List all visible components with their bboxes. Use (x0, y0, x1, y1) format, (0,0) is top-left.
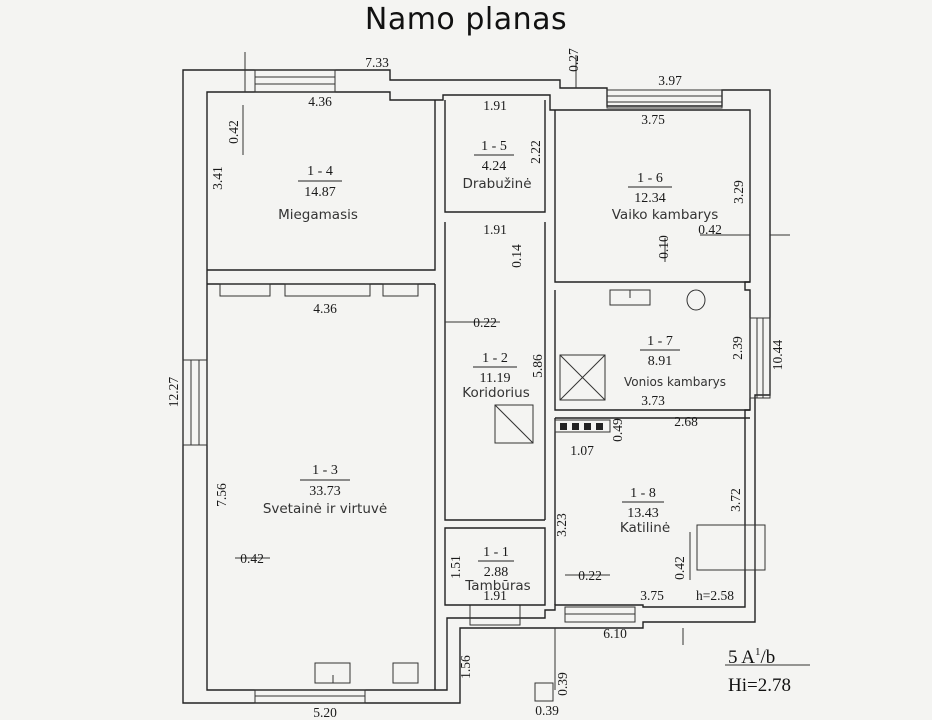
dimension-label: 0.39 (535, 703, 559, 718)
dimension-label: h=2.58 (696, 588, 734, 603)
dimension-label: 0.42 (672, 556, 687, 580)
stamp-superscript: 1 (755, 646, 761, 658)
room-area: 13.43 (627, 506, 659, 521)
room-svetaine: 1 - 3 33.73 Svetainė ir virtuvė (263, 463, 387, 517)
room-code: 1 - 6 (637, 171, 663, 186)
dimension-label: 0.42 (226, 120, 241, 144)
room-katiline: 1 - 8 13.43 Katilinė (620, 486, 670, 536)
dimension-label: 1.07 (570, 443, 594, 458)
room-area: 33.73 (309, 484, 341, 499)
stamp-line1: 5 A (728, 647, 755, 668)
room-koridorius: 1 - 2 11.19 Koridorius (462, 351, 529, 401)
room-miegamasis: 1 - 4 14.87 Miegamasis (278, 164, 358, 223)
dimension-label: 3.73 (641, 393, 665, 408)
dimension-lines (235, 52, 810, 666)
room-area: 12.34 (634, 191, 666, 206)
dimension-label: 4.36 (308, 94, 332, 109)
dimension-label: 0.49 (610, 418, 625, 442)
dimension-label: 1.91 (483, 222, 507, 237)
dimension-label: 4.36 (313, 301, 337, 316)
room-name: Katilinė (620, 520, 670, 536)
dimension-label: 5.20 (313, 705, 337, 720)
dimension-label: 10.44 (770, 340, 785, 371)
dimension-label: 0.14 (509, 244, 524, 268)
room-code: 1 - 7 (647, 334, 673, 349)
dimension-label: 7.56 (214, 483, 229, 507)
room-name: Vonios kambarys (624, 375, 726, 389)
interior-walls (207, 100, 750, 690)
room-area: 14.87 (304, 185, 336, 200)
bench (219, 283, 419, 297)
room-code: 1 - 2 (482, 351, 508, 366)
room-name: Svetainė ir virtuvė (263, 501, 387, 517)
dimension-label: 7.33 (365, 55, 389, 70)
page-title: Namo planas (364, 2, 568, 37)
room-name: Miegamasis (278, 207, 358, 223)
dimension-label: 1.51 (448, 555, 463, 579)
dimension-label: 2.22 (528, 140, 543, 164)
room-area: 8.91 (648, 354, 673, 369)
room-name: Drabužinė (462, 176, 531, 192)
room-code: 1 - 1 (483, 545, 509, 560)
dimension-labels: 7.33 0.27 3.97 4.36 1.91 3.75 0.42 2.22 … (166, 48, 785, 720)
dimension-label: 3.29 (731, 180, 746, 204)
dimension-label: 0.39 (555, 672, 570, 696)
room-name: Tambūras (464, 578, 530, 594)
room-vonios: 1 - 7 8.91 Vonios kambarys (624, 334, 726, 389)
dimension-label: 1.56 (458, 655, 473, 679)
dimension-label: 3.97 (658, 73, 682, 88)
room-tamburas: 1 - 1 2.88 Tambūras (464, 545, 530, 594)
dimension-label: 0.22 (473, 315, 497, 330)
dimension-label: 0.27 (566, 48, 581, 72)
dimension-label: 12.27 (166, 377, 181, 408)
dimension-label: 0.42 (240, 551, 264, 566)
room-area: 4.24 (482, 159, 507, 174)
dimension-label: 3.72 (728, 488, 743, 512)
room-area: 2.88 (484, 565, 509, 580)
dimension-label: 5.86 (530, 354, 545, 378)
stamp-line1-tail: /b (760, 647, 775, 668)
room-drabuzine: 1 - 5 4.24 Drabužinė (462, 139, 531, 192)
dimension-label: 3.41 (210, 166, 225, 190)
room-vaiko: 1 - 6 12.34 Vaiko kambarys (612, 171, 719, 223)
room-name: Koridorius (462, 385, 529, 401)
plan-stamp: 5 A1/b Hi=2.78 (728, 646, 791, 696)
dimension-label: 3.75 (640, 588, 664, 603)
dimension-label: 2.39 (730, 336, 745, 360)
dimension-label: 0.22 (578, 568, 602, 583)
dimension-label: 3.23 (554, 513, 569, 537)
windows (182, 69, 771, 704)
room-area: 11.19 (480, 371, 511, 386)
room-code: 1 - 5 (481, 139, 507, 154)
room-name: Vaiko kambarys (612, 207, 719, 223)
stamp-line2: Hi=2.78 (728, 675, 791, 696)
dimension-label: 6.10 (603, 626, 627, 641)
room-code: 1 - 8 (630, 486, 656, 501)
fixtures (314, 289, 746, 702)
dimension-label: 2.68 (674, 414, 698, 429)
svg-text:5 A1/b: 5 A1/b (728, 646, 775, 668)
dimension-label: 1.91 (483, 588, 507, 603)
room-code: 1 - 3 (312, 463, 338, 478)
room-code: 1 - 4 (307, 164, 333, 179)
dimension-label: 3.75 (641, 112, 665, 127)
dimension-label: 1.91 (483, 98, 507, 113)
dimension-label: 0.10 (656, 235, 671, 259)
dimension-label: 0.42 (698, 222, 722, 237)
